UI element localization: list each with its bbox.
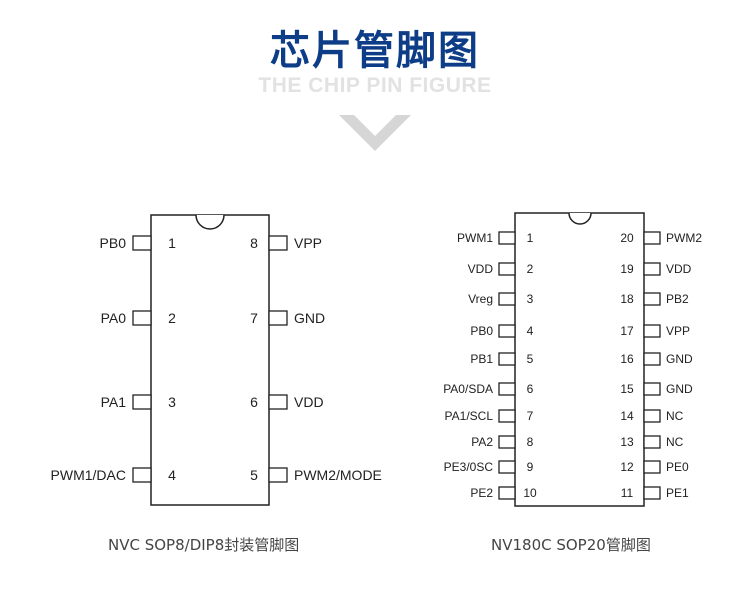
pin-label: NC [666, 409, 684, 423]
pin-number: 1 [168, 235, 176, 251]
pin-label: PA2 [471, 435, 493, 449]
pin-number: 13 [620, 435, 634, 449]
page-title: 芯片管脚图 [270, 28, 480, 74]
pin-right-lead [643, 435, 661, 449]
pin-label: PWM2/MODE [294, 467, 382, 483]
pin-left-lead [132, 235, 152, 251]
pin-right-lead [643, 409, 661, 423]
pin-group: 1 PB0 2 PA0 3 PA1 4 PWM1/DAC 8 VPP 7 GND 6 VDD 5 PWM2/M… [51, 235, 382, 483]
pin-right-lead [643, 382, 661, 396]
pin-right-lead [643, 486, 661, 500]
pin-label: PWM2 [666, 231, 702, 245]
pin-label: PE0 [666, 460, 689, 474]
pin-label: VDD [468, 262, 494, 276]
pin-number: 4 [527, 324, 534, 338]
pin-left-lead [498, 382, 516, 396]
pin-label: Vreg [468, 292, 493, 306]
pin-number: 3 [168, 394, 176, 410]
chip-caption-sop8: NVC SOP8/DIP8封装管脚图 [108, 536, 300, 554]
pin-right-lead [643, 352, 661, 366]
pin-label: VDD [666, 262, 692, 276]
pin-label: PE2 [470, 486, 493, 500]
pin-number: 16 [620, 352, 634, 366]
pin-label: PA1/SCL [445, 409, 494, 423]
pin-label: PWM1 [457, 231, 493, 245]
chip-caption-sop20: NV180C SOP20管脚图 [491, 536, 651, 554]
pin-left-lead [132, 310, 152, 326]
pin-label: VDD [294, 394, 324, 410]
pin-number: 8 [527, 435, 534, 449]
pin-left-lead [498, 486, 516, 500]
chevron-down-icon [339, 115, 411, 151]
pin-number: 2 [527, 262, 534, 276]
pin-left-lead [498, 324, 516, 338]
orientation-notch [568, 212, 592, 225]
pin-label: PE3/0SC [444, 460, 494, 474]
pin-left-lead [132, 467, 152, 483]
pin-number: 11 [621, 486, 634, 500]
pin-label: PB0 [470, 324, 493, 338]
pin-right-lead [643, 231, 661, 245]
pin-right-lead [643, 324, 661, 338]
pin-group: 1PWM12VDD3Vreg4PB05PB16PA0/SDA7PA1/SCL8P… [443, 231, 702, 500]
pin-left-lead [498, 292, 516, 306]
pin-label: PA0 [101, 310, 127, 326]
pin-number: 5 [250, 467, 258, 483]
pin-label: PA0/SDA [443, 382, 493, 396]
pin-number: 2 [168, 310, 176, 326]
pin-right-lead [643, 460, 661, 474]
pin-right-lead [268, 235, 288, 251]
pin-number: 4 [168, 467, 176, 483]
pin-number: 9 [527, 460, 534, 474]
pin-number: 14 [620, 409, 634, 423]
pin-number: 15 [620, 382, 634, 396]
pin-number: 20 [620, 231, 634, 245]
pin-label: GND [666, 352, 693, 366]
pin-label: NC [666, 435, 684, 449]
pin-number: 10 [523, 486, 537, 500]
pin-number: 6 [527, 382, 534, 396]
pin-right-lead [268, 310, 288, 326]
pin-number: 6 [250, 394, 258, 410]
pin-label: PB1 [470, 352, 493, 366]
pin-label: PE1 [666, 486, 689, 500]
pin-number: 3 [527, 292, 534, 306]
pin-left-lead [498, 409, 516, 423]
pin-left-lead [498, 352, 516, 366]
orientation-notch [195, 214, 225, 230]
pin-number: 1 [527, 231, 534, 245]
pin-right-lead [268, 467, 288, 483]
pin-label: PB0 [100, 235, 127, 251]
pin-label: PA1 [101, 394, 127, 410]
pin-number: 7 [527, 409, 534, 423]
pin-label: VPP [294, 235, 322, 251]
pin-right-lead [643, 262, 661, 276]
pin-number: 12 [620, 460, 634, 474]
pin-left-lead [498, 460, 516, 474]
pin-number: 8 [250, 235, 258, 251]
pin-label: GND [666, 382, 693, 396]
pin-number: 18 [620, 292, 634, 306]
pin-left-lead [498, 262, 516, 276]
pin-number: 5 [527, 352, 534, 366]
pin-left-lead [498, 231, 516, 245]
pin-label: VPP [666, 324, 690, 338]
pin-left-lead [498, 435, 516, 449]
pin-number: 19 [620, 262, 634, 276]
pin-left-lead [132, 394, 152, 410]
pin-label: GND [294, 310, 325, 326]
page-subtitle: THE CHIP PIN FIGURE [258, 74, 492, 97]
pin-label: PB2 [666, 292, 689, 306]
pin-label: PWM1/DAC [51, 467, 126, 483]
pin-number: 7 [250, 310, 258, 326]
pin-right-lead [268, 394, 288, 410]
pin-right-lead [643, 292, 661, 306]
pin-number: 17 [620, 324, 634, 338]
